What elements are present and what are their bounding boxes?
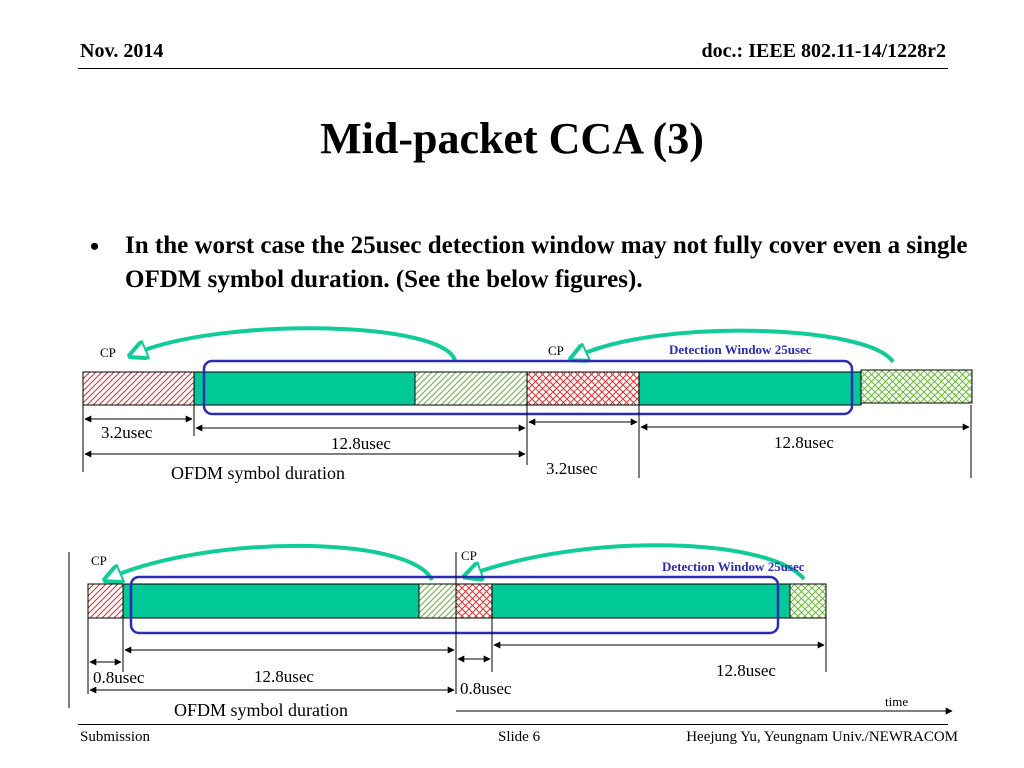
cp-duration-label: 3.2usec	[101, 423, 153, 442]
cp-segment	[526, 371, 640, 406]
guard-segment	[860, 369, 973, 404]
header-rule	[78, 68, 948, 69]
footer-rule	[78, 724, 948, 725]
cp-duration-label: 0.8usec	[460, 679, 512, 698]
bullet-marker: •	[90, 232, 100, 261]
detection-window-label: Detection Window 25usec	[662, 559, 805, 574]
data-segment	[122, 583, 420, 619]
guard-segment	[414, 371, 528, 406]
slide-title: Mid-packet CCA (3)	[320, 114, 704, 163]
symbol-duration-label: OFDM symbol duration	[171, 463, 345, 483]
figure-1: CP CP Detection Window 25usec 3.2usec 12…	[82, 326, 973, 483]
cp-duration-label: 3.2usec	[546, 459, 598, 478]
cp-segment	[455, 583, 493, 619]
detection-window-box	[202, 359, 854, 416]
bullet-text: In the worst case the 25usec detection w…	[125, 232, 968, 293]
cp-segment	[82, 371, 195, 406]
footer-slide-number: Slide 6	[498, 729, 541, 745]
cp-label: CP	[91, 553, 107, 568]
detection-window-label: Detection Window 25usec	[669, 342, 812, 357]
cp-copy-arrow	[578, 328, 895, 364]
data-duration-label: 12.8usec	[716, 661, 776, 680]
cp-segment	[87, 583, 124, 619]
cp-duration-label: 0.8usec	[93, 668, 145, 687]
data-duration-label: 12.8usec	[331, 434, 391, 453]
detection-window-box	[129, 575, 780, 635]
data-duration-label: 12.8usec	[774, 433, 834, 452]
cp-label: CP	[548, 343, 564, 358]
footer-author: Heejung Yu, Yeungnam Univ./NEWRACOM	[686, 729, 958, 745]
data-duration-label: 12.8usec	[254, 667, 314, 686]
guard-segment	[418, 583, 457, 619]
symbol-duration-label: OFDM symbol duration	[174, 700, 348, 720]
cp-label: CP	[461, 548, 477, 563]
header-doc-id: doc.: IEEE 802.11-14/1228r2	[701, 40, 946, 62]
cp-label: CP	[100, 345, 116, 360]
figure-2: CP CP Detection Window 25usec 0.8usec 12…	[68, 543, 953, 720]
data-segment	[193, 371, 416, 406]
cp-copy-arrow	[472, 543, 806, 579]
footer-submission: Submission	[80, 729, 151, 745]
time-axis-label: time	[885, 694, 908, 709]
data-segment	[638, 371, 862, 406]
cp-copy-arrow	[112, 543, 434, 580]
header-date: Nov. 2014	[80, 40, 164, 62]
data-segment	[491, 583, 791, 619]
guard-segment	[789, 583, 827, 619]
cp-copy-arrow	[137, 326, 457, 362]
